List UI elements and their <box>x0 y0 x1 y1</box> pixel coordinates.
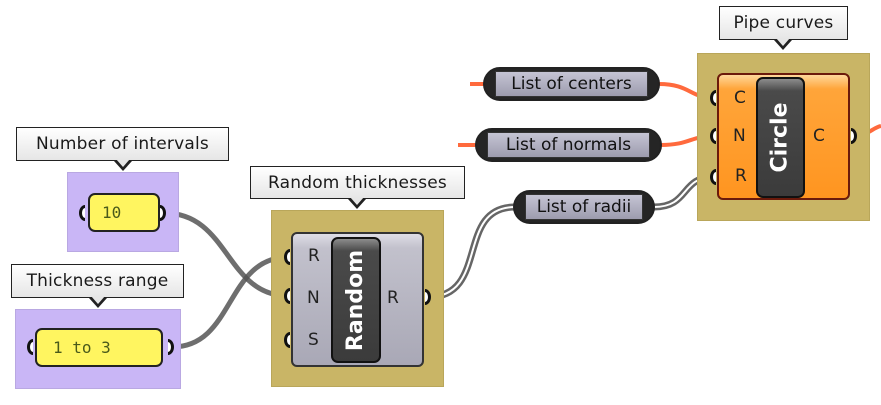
relay-label: List of centers <box>495 71 648 97</box>
slider-intervals-input-grip-icon[interactable] <box>79 205 85 221</box>
output-param-r: R <box>387 288 399 308</box>
random-input-r-grip-icon[interactable] <box>284 249 290 265</box>
relay-list-of-normals[interactable]: List of normals <box>475 128 662 162</box>
component-circle[interactable]: C N R C Circle <box>717 73 850 200</box>
wire-random-to-radii[interactable] <box>427 203 516 301</box>
component-name-bar: Random <box>331 237 381 363</box>
circle-input-c-grip-icon[interactable] <box>710 90 716 106</box>
callout-pointer <box>774 38 792 50</box>
input-param-n: N <box>307 288 320 308</box>
relay-list-of-centers[interactable]: List of centers <box>483 67 660 101</box>
callout-random-thicknesses: Random thicknesses <box>250 166 465 199</box>
callout-pipe-curves: Pipe curves <box>719 6 848 40</box>
input-param-r: R <box>735 166 747 186</box>
relay-label: List of radii <box>525 194 643 220</box>
circle-output-c-grip-icon[interactable] <box>851 128 857 144</box>
component-name-circle: Circle <box>768 102 794 173</box>
component-random[interactable]: R N S R Random <box>291 232 424 367</box>
slider-range-input-grip-icon[interactable] <box>27 339 33 355</box>
input-param-c: C <box>734 88 746 108</box>
input-param-s: S <box>308 330 319 350</box>
relay-list-of-radii[interactable]: List of radii <box>513 190 655 224</box>
wire-range-to-r[interactable] <box>171 254 290 350</box>
circle-input-n-grip-icon[interactable] <box>710 128 716 144</box>
input-param-r: R <box>308 246 320 266</box>
callout-pointer <box>114 159 132 171</box>
callout-thickness-range: Thickness range <box>11 264 184 298</box>
slider-thickness-range[interactable]: 1 to 3 <box>35 328 163 367</box>
output-param-c: C <box>813 126 825 146</box>
component-name-random: Random <box>343 249 369 351</box>
random-input-s-grip-icon[interactable] <box>284 332 290 348</box>
input-param-n: N <box>733 126 746 146</box>
circle-input-r-grip-icon[interactable] <box>710 169 716 185</box>
random-input-n-grip-icon[interactable] <box>284 288 290 304</box>
callout-pointer <box>89 296 107 308</box>
random-output-r-grip-icon[interactable] <box>425 289 431 305</box>
relay-label: List of normals <box>487 132 650 158</box>
callout-pointer <box>348 197 366 209</box>
callout-number-of-intervals: Number of intervals <box>16 127 229 161</box>
slider-number-of-intervals[interactable]: 10 <box>88 193 160 232</box>
wire-intervals-to-n[interactable] <box>163 210 290 299</box>
slider-range-output-grip-icon[interactable] <box>168 339 174 355</box>
slider-intervals-output-grip-icon[interactable] <box>160 205 166 221</box>
component-name-bar: Circle <box>756 77 805 198</box>
